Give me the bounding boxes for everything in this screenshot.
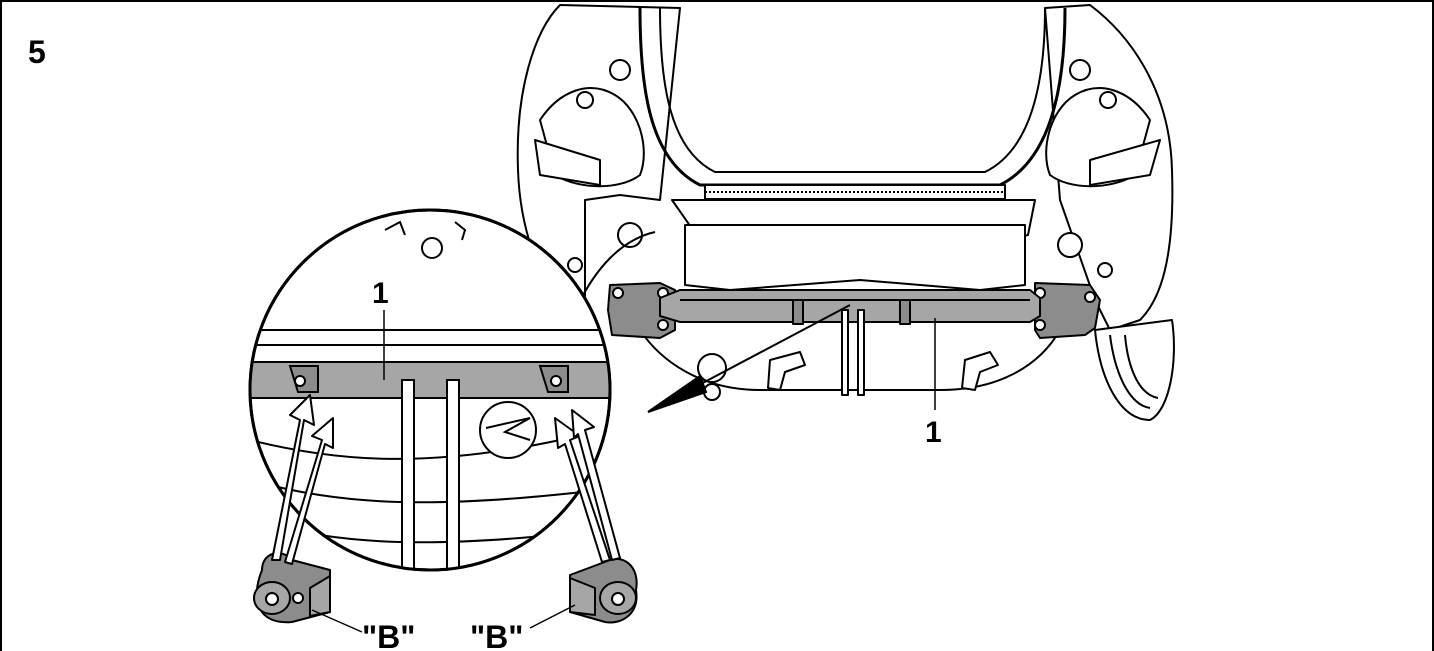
callout-part-1-main: 1 xyxy=(925,416,942,449)
callout-part-b-right: "B" xyxy=(470,619,523,651)
towbar-crossbar xyxy=(607,282,1101,396)
callout-part-1-detail: 1 xyxy=(372,277,389,310)
leader-lines xyxy=(311,310,936,633)
clip-part-b-left xyxy=(253,552,331,624)
detail-pointer-arrow xyxy=(647,304,851,413)
detail-magnifier xyxy=(248,208,612,572)
clip-part-b-right xyxy=(569,557,638,624)
step-number: 5 xyxy=(28,34,46,70)
clip-arrows xyxy=(271,394,621,565)
callout-part-b-left: "B" xyxy=(362,619,415,651)
vehicle-rear-body xyxy=(516,4,1175,421)
right-mount-bracket xyxy=(1034,282,1101,339)
